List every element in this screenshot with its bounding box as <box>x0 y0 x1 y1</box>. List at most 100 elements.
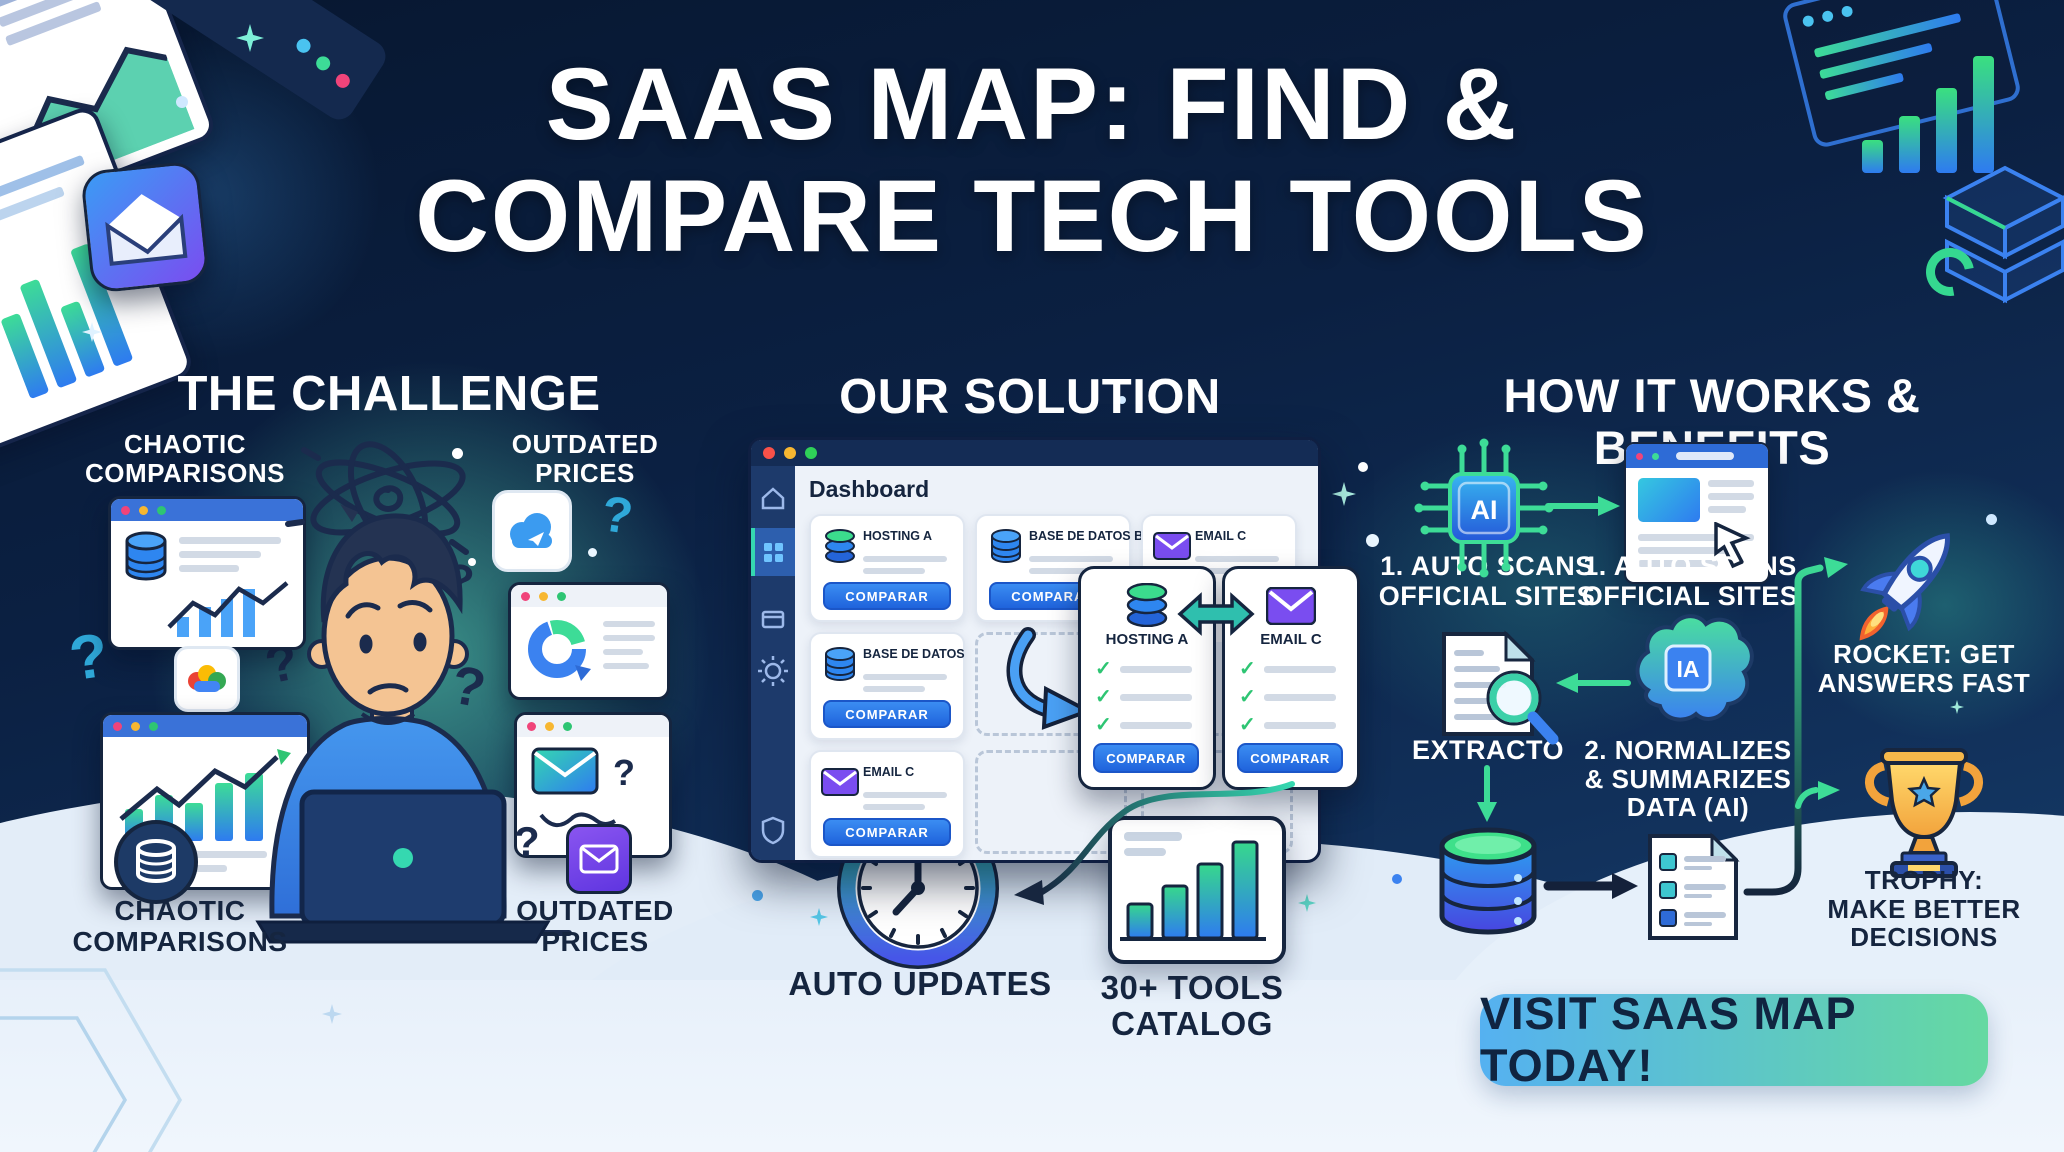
trophy-label: TROPHY: MAKE BETTER DECISIONS <box>1827 865 2021 953</box>
rocket-icon <box>1859 533 1950 641</box>
ai-brain-icon: IA <box>1635 614 1754 722</box>
question-mark-icon: ? <box>440 553 479 608</box>
database-badge-icon <box>114 820 198 904</box>
challenge-header: THE CHALLENGE <box>177 367 601 421</box>
dot-icon <box>1366 534 1379 547</box>
question-mark-icon: ? <box>65 620 113 695</box>
comparar-button[interactable]: COMPARAR <box>823 818 951 846</box>
pie-chart-icon <box>528 620 591 681</box>
dot-icon <box>752 890 763 901</box>
panel-name: HOSTING A <box>1105 631 1189 648</box>
arrow-down-icon <box>1477 765 1497 822</box>
google-cloud-icon <box>174 646 240 712</box>
email-icon <box>821 768 859 796</box>
panel-name: EMAIL C <box>1260 631 1322 648</box>
check-icon: ✓ <box>1095 714 1112 736</box>
comparar-button[interactable]: COMPARAR <box>1093 743 1199 773</box>
server-boxes-icon <box>1942 165 2064 304</box>
purple-email-icon <box>566 824 632 894</box>
check-icon: ✓ <box>1239 714 1256 736</box>
brain-chip-label: IA <box>1677 656 1700 682</box>
rocket-glow <box>1790 470 2064 740</box>
page-title: SAAS MAP: FIND & COMPARE TECH TOOLS <box>232 47 1832 274</box>
compare-panel: EMAIL C ✓ ✓ ✓ COMPARAR <box>1222 566 1360 790</box>
comparar-button[interactable]: COMPARAR <box>1237 743 1343 773</box>
grid-icon[interactable] <box>764 543 783 562</box>
dot-icon <box>640 230 649 239</box>
step1-label-right: 1. AUTO SCANS OFFICIAL SITES <box>1581 551 1799 611</box>
dot-icon <box>1986 514 1997 525</box>
sidebar <box>751 466 795 860</box>
cta-button[interactable]: VISIT SAAS MAP TODAY! <box>1480 988 1988 1091</box>
mixed-chart-icon <box>167 581 289 637</box>
tool-name: BASE DE DATOS <box>863 647 965 661</box>
auto-updates-label: AUTO UPDATES <box>788 965 1052 1002</box>
compare-panel: HOSTING A ✓ ✓ ✓ COMPARAR <box>1078 566 1216 790</box>
browser-window-pie <box>508 582 670 700</box>
tool-name: BASE DE DATOS B <box>1029 529 1144 543</box>
dashboard-title: Dashboard <box>809 476 930 502</box>
sparkle-icon <box>1950 700 1964 714</box>
rocket-label: ROCKET: GET ANSWERS FAST <box>1817 639 2031 698</box>
step2-label: 2. NORMALIZES & SUMMARIZES DATA (AI) <box>1584 735 1792 823</box>
dot-icon <box>468 558 476 566</box>
dot-icon <box>1358 462 1368 472</box>
email-icon <box>1266 587 1316 625</box>
outdated-prices-top-label: OUTDATED PRICES <box>511 429 659 488</box>
maximize-icon[interactable] <box>805 447 817 459</box>
tool-card: HOSTING A COMPARAR <box>809 514 965 622</box>
home-icon[interactable] <box>761 487 785 510</box>
question-mark-icon: ? <box>447 654 490 720</box>
check-icon: ✓ <box>1239 686 1256 708</box>
tool-name: EMAIL C <box>1195 529 1247 543</box>
title-line1: SAAS MAP: FIND & <box>545 47 1519 161</box>
decor-window-bars <box>0 103 197 465</box>
tool-card: EMAIL C COMPARAR <box>809 750 965 858</box>
cursor-icon <box>1714 522 1751 569</box>
shield-icon[interactable] <box>761 816 785 845</box>
svg-text:?: ? <box>613 752 635 793</box>
minimize-icon[interactable] <box>784 447 796 459</box>
comparar-button[interactable]: COMPARAR <box>823 582 951 610</box>
stack-icon <box>825 529 855 563</box>
close-icon[interactable] <box>763 447 775 459</box>
chip-label: AI <box>1471 495 1498 525</box>
step-browser-icon <box>1624 442 1770 584</box>
dot-icon <box>588 548 597 557</box>
check-icon: ✓ <box>1095 686 1112 708</box>
stack-icon <box>1126 583 1168 627</box>
extract-document-icon <box>1442 630 1559 745</box>
email-icon <box>1153 532 1191 560</box>
solution-header: OUR SOLUTION <box>839 370 1221 424</box>
question-mark-icon: ? <box>514 818 540 865</box>
gear-icon[interactable] <box>758 656 788 686</box>
tool-name: EMAIL C <box>863 765 915 779</box>
panel-icon[interactable] <box>761 610 785 629</box>
comparar-button[interactable]: COMPARAR <box>823 700 951 728</box>
tools-catalog-label: 30+ TOOLS CATALOG <box>1100 969 1284 1043</box>
sidebar-item-dashboard[interactable] <box>751 528 795 576</box>
arrow-right-icon <box>1545 496 1620 516</box>
database-icon <box>991 529 1021 563</box>
database-icon <box>825 647 855 681</box>
curved-arrow-icon <box>1006 627 1093 730</box>
dot-icon <box>176 96 188 108</box>
outdated-prices-bottom-label: OUTDATED PRICES <box>516 895 674 957</box>
sparkle-icon <box>1332 482 1356 506</box>
dot-icon <box>1392 874 1402 884</box>
title-line2: COMPARE TECH TOOLS <box>415 159 1649 274</box>
catalog-card <box>1108 816 1286 964</box>
cloud-upload-icon <box>492 490 572 572</box>
tool-card: BASE DE DATOS COMPARAR <box>809 632 965 740</box>
open-envelope-icon <box>105 194 188 266</box>
hexagon-decor-icon <box>0 968 183 1152</box>
browser-window-db-chart <box>108 496 306 650</box>
bar-chart-icon <box>1 244 133 399</box>
database-icon <box>125 531 167 581</box>
window-titlebar <box>751 440 1318 466</box>
growth-bars-icon <box>1862 56 1994 173</box>
chaotic-comparisons-top-label: CHAOTIC COMPARISONS <box>84 429 286 488</box>
hero-image <box>1638 478 1700 522</box>
email-question-icon: ? <box>531 747 635 827</box>
